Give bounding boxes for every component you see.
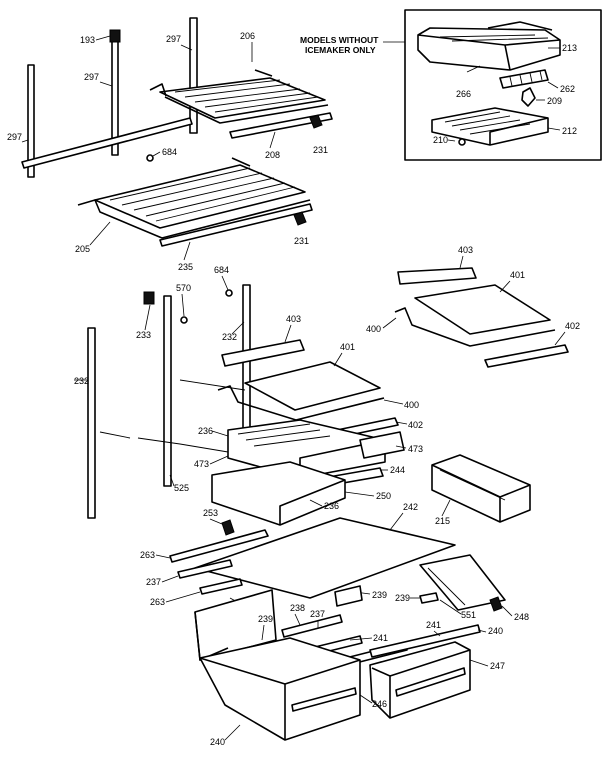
label-231a: 231 — [313, 145, 328, 155]
label-213: 213 — [562, 43, 577, 53]
crisper-cover-glass — [194, 517, 456, 599]
label-266: 266 — [456, 89, 471, 99]
label-215: 215 — [435, 516, 450, 526]
label-235: 235 — [178, 262, 193, 272]
label-242: 242 — [403, 502, 418, 512]
screw-part — [458, 138, 466, 146]
label-237b: 237 — [310, 609, 325, 619]
label-206: 206 — [240, 31, 255, 41]
label-401a: 401 — [510, 270, 525, 280]
label-232a: 232 — [222, 332, 237, 342]
label-241a: 241 — [373, 633, 388, 643]
label-684b: 684 — [214, 265, 229, 275]
snack-pan-assembly — [211, 419, 405, 526]
label-473b: 473 — [194, 459, 209, 469]
label-473a: 473 — [408, 444, 423, 454]
label-246: 246 — [372, 699, 387, 709]
label-212: 212 — [562, 126, 577, 136]
label-263b: 263 — [150, 597, 165, 607]
crisper-guides — [194, 589, 503, 670]
label-401b: 401 — [340, 342, 355, 352]
freezer-rails — [21, 17, 198, 178]
label-208: 208 — [265, 150, 280, 160]
label-570: 570 — [176, 283, 191, 293]
label-403a: 403 — [458, 245, 473, 255]
label-240b: 240 — [210, 737, 225, 747]
label-263a: 263 — [140, 550, 155, 560]
label-237a: 237 — [146, 577, 161, 587]
inset-note-line2: ICEMAKER ONLY — [305, 45, 376, 55]
label-262: 262 — [560, 84, 575, 94]
bracket-193 — [109, 29, 121, 43]
label-239b: 239 — [258, 614, 273, 624]
ice-tray-base — [431, 107, 549, 146]
label-231b: 231 — [294, 236, 309, 246]
label-402a: 402 — [565, 321, 580, 331]
ice-auger — [499, 69, 549, 89]
inset-icemaker-models: MODELS WITHOUT ICEMAKER ONLY — [300, 9, 602, 161]
label-400a: 400 — [366, 324, 381, 334]
label-209: 209 — [547, 96, 562, 106]
label-232b: 232 — [74, 376, 89, 386]
label-233: 233 — [136, 330, 151, 340]
label-247: 247 — [490, 661, 505, 671]
wire-shelf-upper — [149, 69, 333, 139]
glass-shelf-right — [394, 267, 569, 368]
clip-part — [521, 87, 536, 107]
label-210: 210 — [433, 135, 448, 145]
label-239c: 239 — [395, 593, 410, 603]
label-240a: 240 — [488, 626, 503, 636]
ice-bucket — [417, 21, 561, 71]
label-525: 525 — [174, 483, 189, 493]
label-297a: 297 — [166, 34, 181, 44]
label-239a: 239 — [372, 590, 387, 600]
label-238: 238 — [290, 603, 305, 613]
label-403b: 403 — [286, 314, 301, 324]
crisper-frame-rails — [169, 519, 506, 611]
label-236a: 236 — [198, 426, 213, 436]
crisper-drawer-left — [199, 637, 361, 741]
label-551b: 551 — [461, 610, 476, 620]
wire-shelf-lower — [77, 157, 313, 247]
label-250: 250 — [376, 491, 391, 501]
crisper-drawer-right — [369, 641, 471, 719]
label-248: 248 — [514, 612, 529, 622]
door-bin — [431, 454, 531, 523]
label-402b: 402 — [408, 420, 423, 430]
label-253: 253 — [203, 508, 218, 518]
inset-note-line1: MODELS WITHOUT — [300, 35, 379, 45]
label-400b: 400 — [404, 400, 419, 410]
inset-frame — [404, 9, 602, 161]
label-236b: 236 — [324, 501, 339, 511]
label-205: 205 — [75, 244, 90, 254]
label-241b: 241 — [426, 620, 441, 630]
label-297b: 297 — [84, 72, 99, 82]
label-244: 244 — [390, 465, 405, 475]
label-684a: 684 — [162, 147, 177, 157]
label-193: 193 — [80, 35, 95, 45]
label-297c: 297 — [7, 132, 22, 142]
